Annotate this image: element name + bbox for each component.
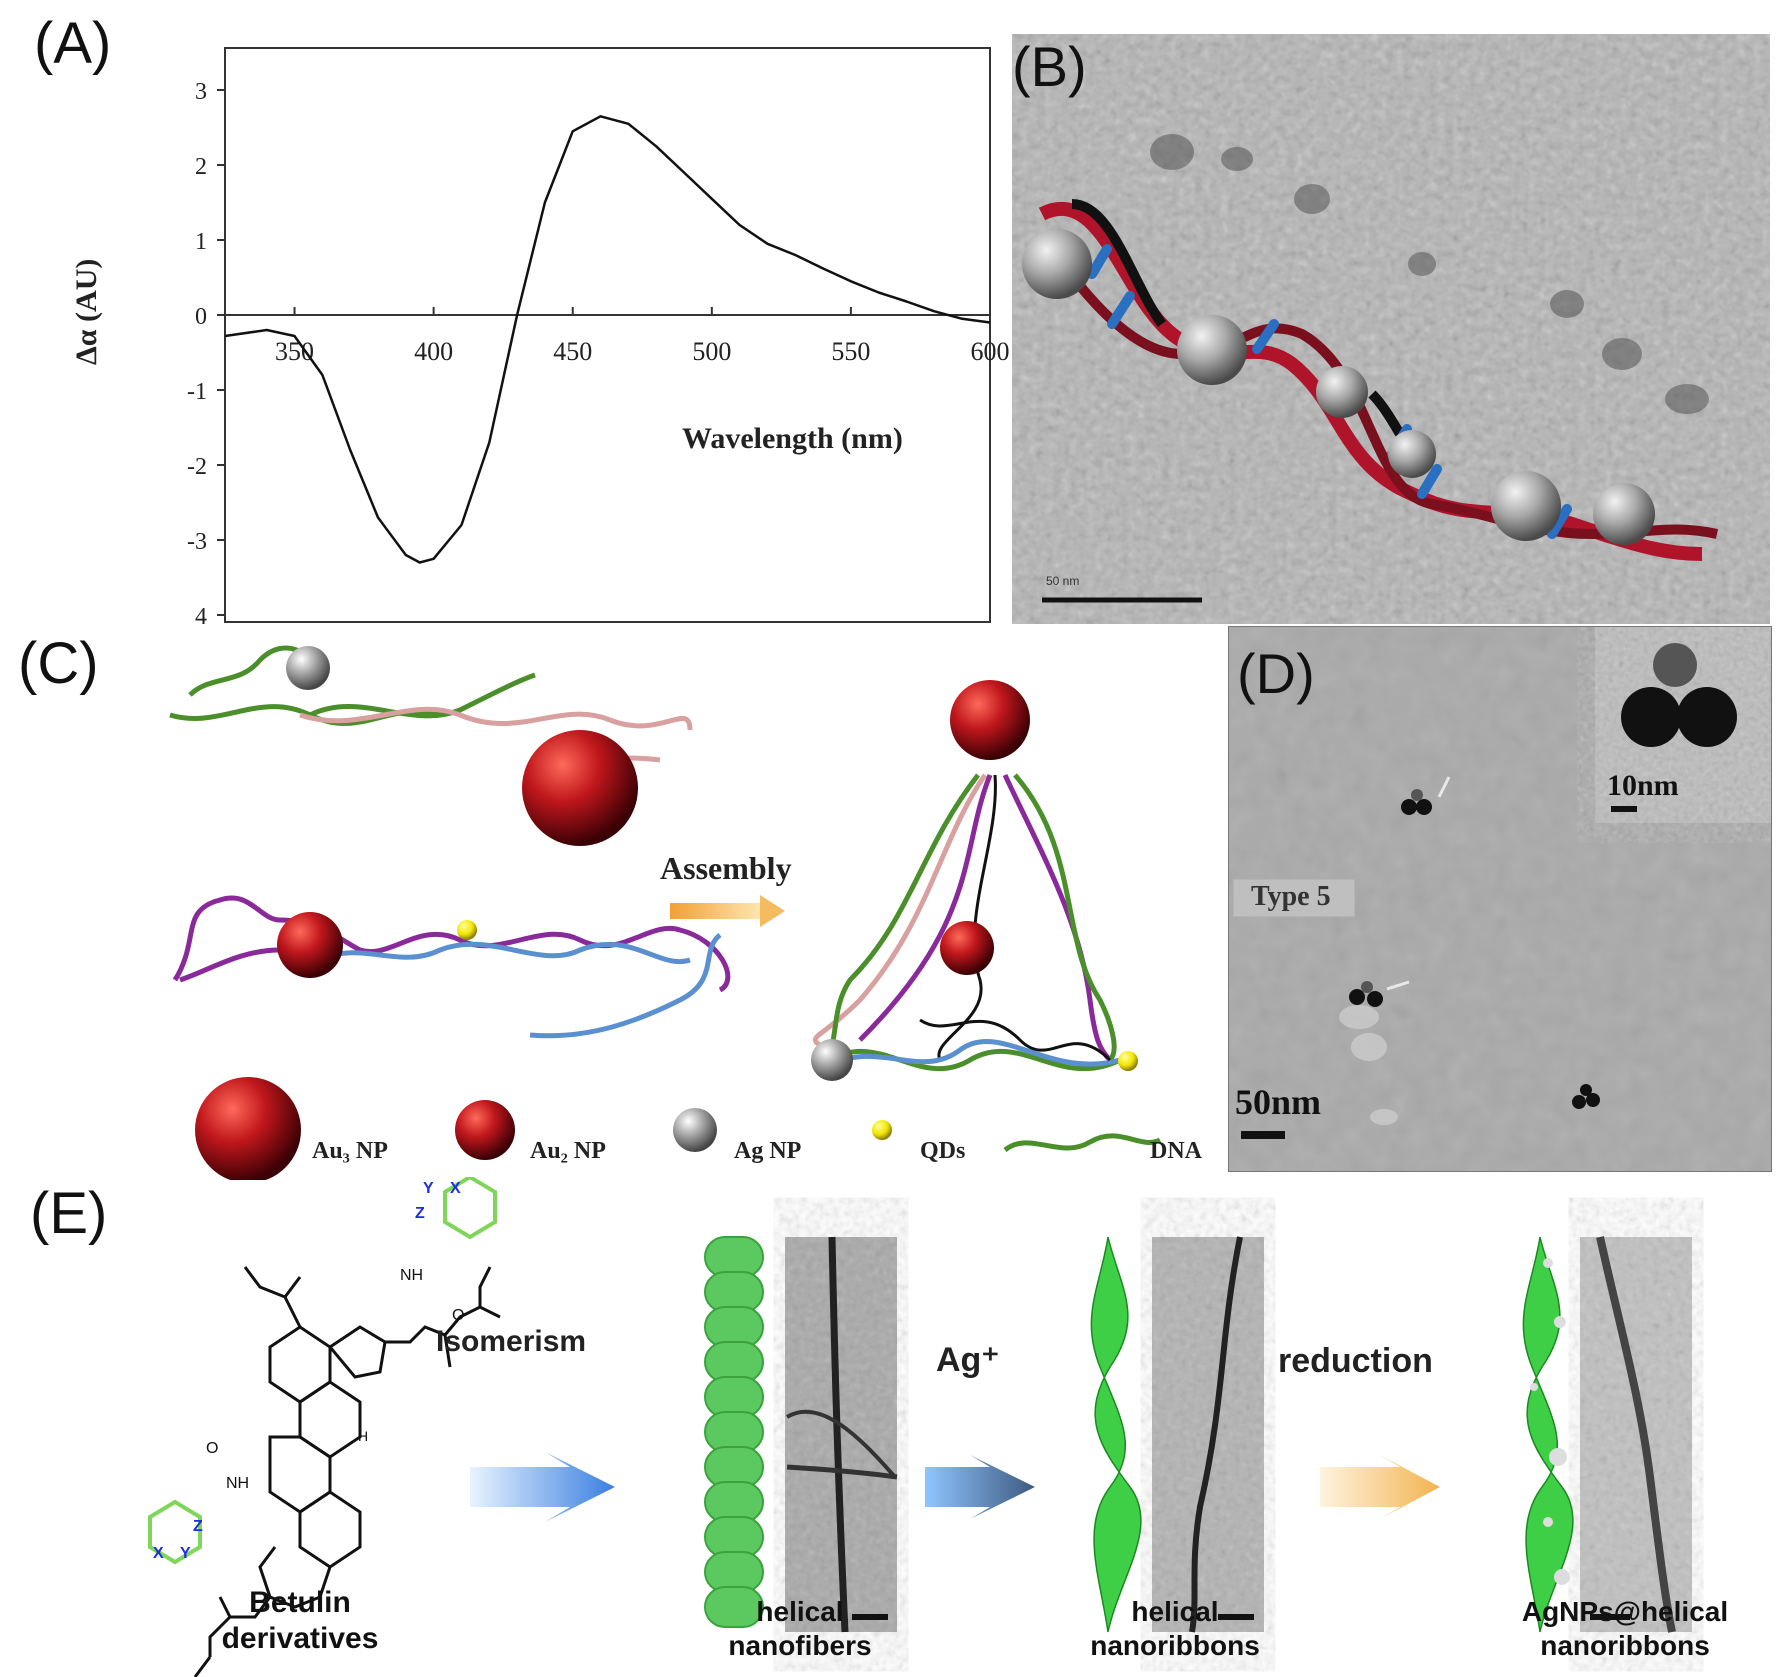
caption-nanoribbons: helical nanoribbons [1060, 1595, 1290, 1663]
ag-label: Ag⁺ [936, 1341, 1000, 1379]
silver-nanoparticle [1388, 430, 1436, 478]
caption-agnps-line1: AgNPs@helical [1521, 1596, 1729, 1627]
panel-b-tem-image: 50 nm (B) [1012, 34, 1770, 624]
caption-betulin: Betulin derivatives [160, 1585, 440, 1657]
panel-d-tem-image: 10nm Type 5 50nm (D) [1228, 626, 1772, 1172]
atom-label-x-top: X [450, 1180, 461, 1197]
legend-au3-np: Au₃ NP [312, 1138, 388, 1164]
y-tick-label: 4 [195, 604, 207, 630]
legend-qds: QDs [920, 1138, 966, 1164]
x-tick-label: 450 [553, 337, 592, 366]
x-tick-label: 500 [692, 337, 731, 366]
type-label: Type 5 [1251, 881, 1331, 912]
panel-label-d: (D) [1237, 642, 1315, 705]
atom-label-nh-top: NH [400, 1267, 424, 1284]
atom-label-y-top: Y [423, 1180, 434, 1197]
legend-au2-np: Au₂ NP [530, 1138, 606, 1164]
y-tick-label: 3 [195, 79, 207, 105]
atom-label-y-bottom: Y [180, 1545, 191, 1562]
plot-frame [224, 47, 991, 623]
panel-e-scheme [148, 1177, 1692, 1677]
legend-dna: DNA [1150, 1138, 1202, 1164]
reduction-label: reduction [1278, 1342, 1433, 1380]
y-tick-label: -2 [187, 454, 207, 480]
caption-nanofibers-line2: nanofibers [728, 1630, 872, 1661]
caption-agnps-line2: nanoribbons [1540, 1630, 1710, 1661]
caption-betulin-line2: derivatives [221, 1622, 379, 1655]
y-axis-label: Δα (AU) [70, 258, 103, 365]
caption-nanofibers: helical nanofibers [700, 1595, 900, 1663]
scale-label: 50nm [1235, 1082, 1322, 1122]
panel-label-b: (B) [1012, 35, 1087, 98]
silver-nanoparticle [1316, 366, 1368, 418]
atom-label-h: H [358, 1428, 369, 1444]
x-tick-label: 400 [414, 337, 453, 366]
inset-scale-label: 10nm [1607, 769, 1679, 802]
atom-label-z-bottom: Z [193, 1518, 203, 1535]
isomerism-label: Isomerism [436, 1325, 587, 1358]
y-tick-label: 1 [195, 229, 207, 255]
scale-bar-label: 50 nm [1046, 574, 1080, 588]
silver-nanoparticle [1022, 229, 1092, 299]
x-tick-label: 350 [275, 337, 314, 366]
y-tick-label: 0 [195, 304, 207, 330]
silver-nanoparticle [1593, 483, 1655, 545]
x-axis-label: Wavelength (nm) [682, 422, 903, 455]
panel-c-scheme [169, 645, 1162, 1180]
legend-ag-np: Ag NP [734, 1138, 802, 1164]
y-tick-label: -3 [187, 529, 207, 555]
caption-nanofibers-line1: helical [756, 1596, 844, 1627]
x-tick-label: 550 [831, 337, 870, 366]
atom-label-x-bottom: X [153, 1545, 164, 1562]
silver-nanoparticle [1491, 471, 1561, 541]
atom-label-o-top: O [452, 1307, 465, 1324]
atom-label-z-top: Z [415, 1205, 425, 1222]
caption-nanoribbons-line1: helical [1131, 1596, 1219, 1627]
panel-label-e: (E) [30, 1181, 108, 1246]
x-tick-label: 600 [971, 337, 1010, 366]
caption-betulin-line1: Betulin [249, 1586, 351, 1619]
panel-label-a: (A) [34, 11, 112, 76]
atom-label-o-bottom: O [206, 1440, 219, 1457]
panel-label-c: (C) [18, 631, 99, 696]
assembly-label: Assembly [660, 850, 792, 886]
caption-nanoribbons-line2: nanoribbons [1090, 1630, 1260, 1661]
cd-spectrum-line [224, 115, 991, 564]
y-tick-label: -1 [187, 379, 207, 405]
silver-nanoparticle [1177, 315, 1247, 385]
y-tick-label: 2 [195, 154, 207, 180]
caption-agnps: AgNPs@helical nanoribbons [1480, 1595, 1770, 1663]
atom-label-nh-bottom: NH [226, 1475, 250, 1492]
